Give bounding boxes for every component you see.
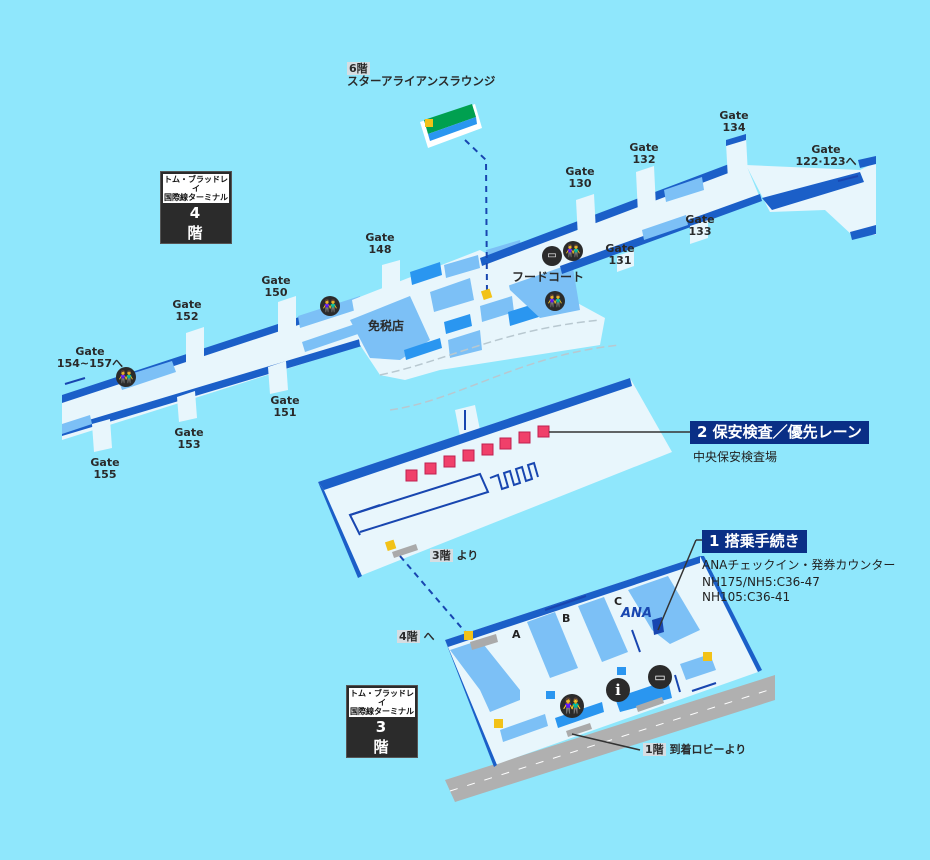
road: [445, 675, 775, 802]
terminal-name: トム・ブラッドレイ国際線ターミナル: [163, 174, 229, 203]
checkin-desc: ANAチェックイン・発券カウンター: [702, 558, 896, 572]
restroom-icon: 👫: [563, 241, 583, 261]
restroom-icon: 👫: [320, 296, 340, 316]
floor-number: 3 階: [373, 718, 401, 756]
duty-free-shop: [350, 296, 430, 360]
ana-logo: ANA: [621, 606, 653, 621]
info-icon: i: [606, 678, 630, 702]
checkin-flights-1: NH175/NH5:C36-47: [702, 575, 820, 589]
checkin-flights-2: NH105:C36-41: [702, 590, 791, 604]
counter-row-c: C: [614, 595, 623, 608]
counter-row-b: B: [562, 612, 571, 625]
restroom-icon: 👫: [116, 367, 136, 387]
food-court-label: フードコート: [512, 270, 585, 284]
security-desc: 中央保安検査場: [693, 450, 778, 464]
to-4f-label: 4階 へ: [397, 630, 435, 643]
baggage-service-icon: ▭: [542, 246, 562, 266]
checkin-area-3f: [445, 539, 762, 767]
security-area: [318, 378, 690, 578]
baggage-service-icon: ▭: [648, 665, 672, 689]
restroom-icon: 👫: [560, 694, 584, 718]
security-callout: 2 保安検査／優先レーン: [690, 421, 869, 444]
floor-4-badge: トム・ブラッドレイ国際線ターミナル 4 階: [160, 171, 232, 244]
concourse-4f: [62, 134, 876, 452]
counter-row-a: A: [512, 628, 521, 641]
checkin-callout: 1 搭乗手続き: [702, 530, 807, 553]
floor-number: 4 階: [187, 204, 215, 242]
floor-3-badge: トム・ブラッドレイ国際線ターミナル 3 階: [346, 685, 418, 758]
star-alliance-lounge: [420, 104, 482, 148]
terminal-name: トム・ブラッドレイ国際線ターミナル: [349, 688, 415, 717]
from-3f-label: 3階 より: [430, 549, 479, 562]
restroom-icon: 👫: [545, 291, 565, 311]
lounge-label: 6階 スターアライアンスラウンジ: [347, 62, 496, 88]
duty-free-label: 免税店: [368, 319, 405, 333]
from-1f-arrivals-label: 1階 到着ロビーより: [643, 743, 747, 756]
